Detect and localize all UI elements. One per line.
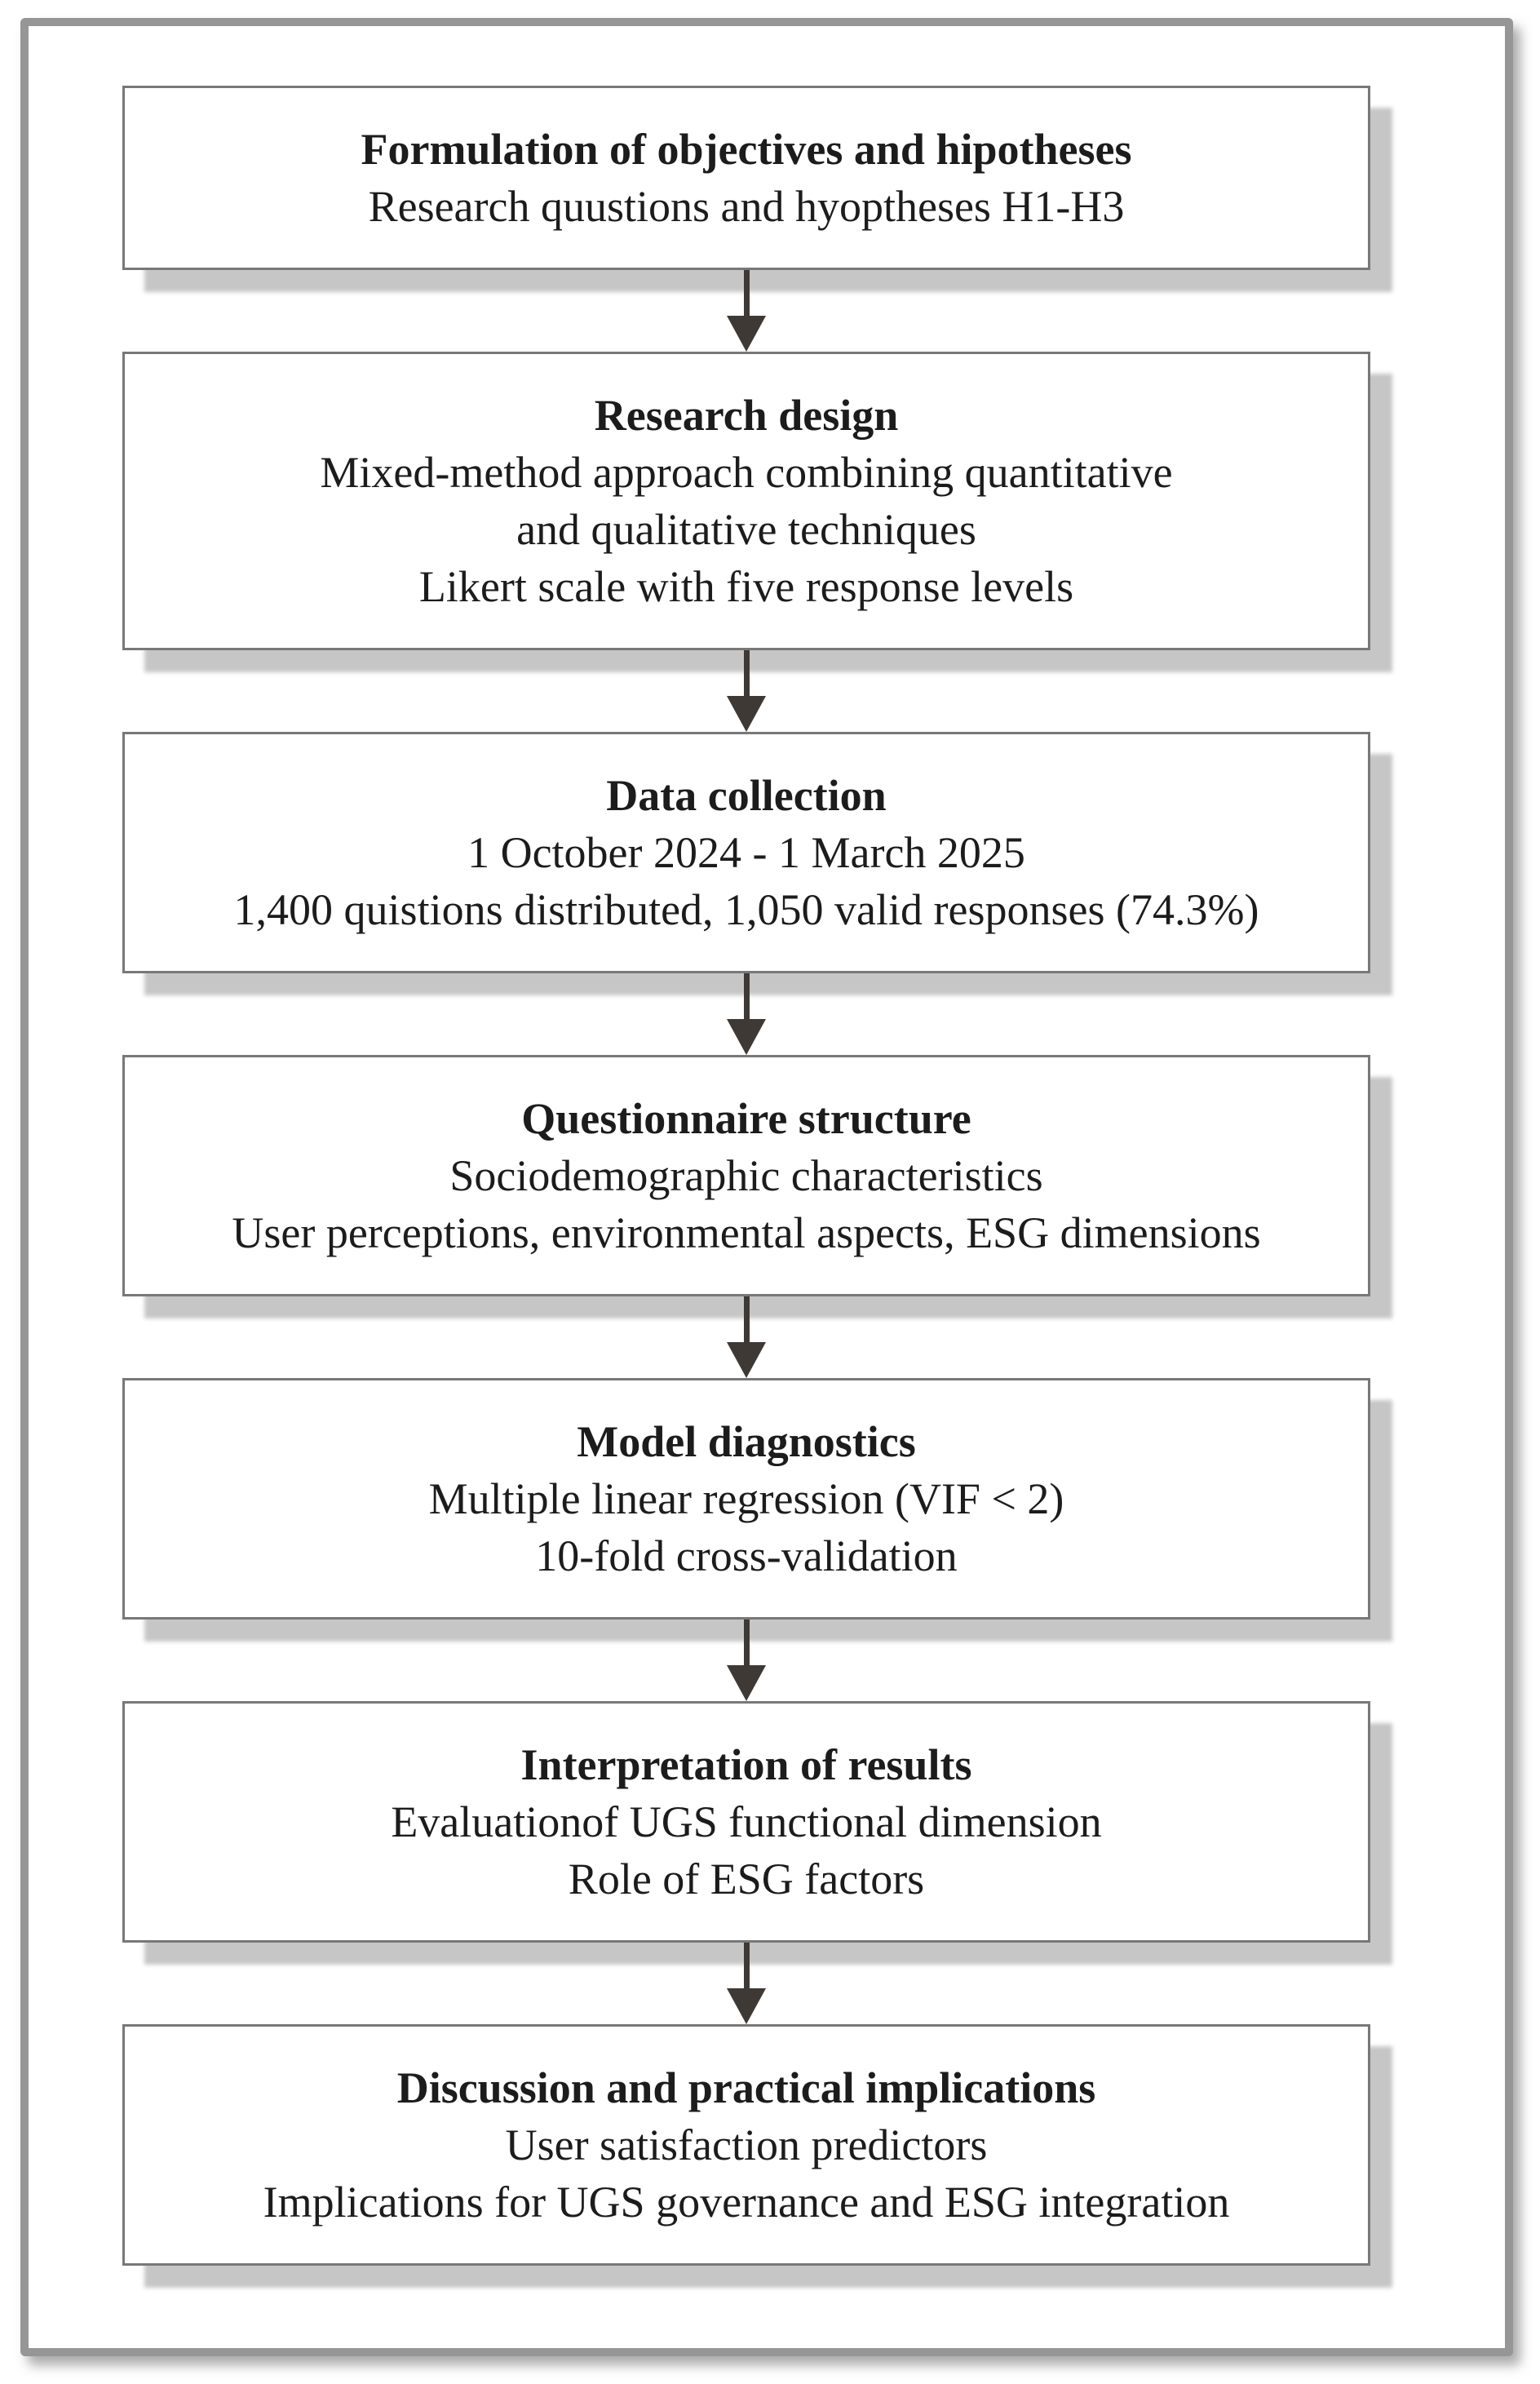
arrow-head	[727, 316, 766, 352]
step-detail-line: 1 October 2024 - 1 March 2025	[467, 828, 1025, 877]
step-title: Model diagnostics	[577, 1417, 916, 1466]
step-data-collection-box: Data collection 1 October 2024 - 1 March…	[122, 732, 1370, 973]
down-arrow-icon	[122, 1943, 1370, 2024]
step-detail-line: Implications for UGS governance and ESG …	[263, 2178, 1230, 2227]
step-interpretation-box: Interpretation of results Evaluationof U…	[122, 1701, 1370, 1943]
arrow-stem	[743, 1943, 750, 1988]
arrow-head	[727, 1019, 766, 1055]
step-discussion-box: Discussion and practical implications Us…	[122, 2024, 1370, 2266]
step-title: Formulation of objectives and hipotheses	[361, 125, 1132, 174]
step-detail-line: Research quustions and hyoptheses H1-H3	[368, 182, 1125, 231]
step-detail-line: Mixed-method approach combining quantita…	[320, 448, 1173, 497]
arrow-head	[727, 1342, 766, 1378]
step-title: Data collection	[606, 771, 887, 820]
arrow-stem	[743, 1620, 750, 1665]
down-arrow-icon	[122, 270, 1370, 352]
down-arrow-icon	[122, 973, 1370, 1055]
step-detail-line: Likert scale with five response levels	[418, 562, 1074, 611]
step-detail-line: Evaluationof UGS functional dimension	[391, 1797, 1102, 1846]
step-detail-line: Sociodemographic characteristics	[449, 1151, 1043, 1200]
step-title: Discussion and practical implications	[396, 2063, 1096, 2112]
step-detail-line: Role of ESG factors	[568, 1854, 925, 1903]
down-arrow-icon	[122, 650, 1370, 732]
step-detail-line: and qualitative techniques	[516, 505, 976, 554]
down-arrow-icon	[122, 1296, 1370, 1378]
step-title: Interpretation of results	[520, 1740, 972, 1789]
step-detail-line: User perceptions, environmental aspects,…	[232, 1208, 1261, 1257]
step-detail-line: User satisfaction predictors	[505, 2120, 988, 2169]
arrow-stem	[743, 650, 750, 696]
step-detail-line: 10-fold cross-validation	[535, 1531, 958, 1580]
step-formulation-box: Formulation of objectives and hipotheses…	[122, 86, 1370, 270]
down-arrow-icon	[122, 1620, 1370, 1701]
step-title: Questionnaire structure	[521, 1094, 971, 1143]
step-model-diagnostics-box: Model diagnostics Multiple linear regres…	[122, 1378, 1370, 1620]
step-research-design-box: Research design Mixed-method approach co…	[122, 352, 1370, 650]
arrow-head	[727, 1665, 766, 1701]
arrow-stem	[743, 270, 750, 316]
arrow-head	[727, 696, 766, 732]
step-title: Research design	[594, 391, 899, 440]
step-questionnaire-structure-box: Questionnaire structure Sociodemographic…	[122, 1055, 1370, 1296]
flowchart: Formulation of objectives and hipotheses…	[122, 86, 1370, 2266]
arrow-head	[727, 1988, 766, 2024]
arrow-stem	[743, 973, 750, 1019]
step-detail-line: 1,400 quistions distributed, 1,050 valid…	[233, 885, 1259, 934]
arrow-stem	[743, 1296, 750, 1342]
step-detail-line: Multiple linear regression (VIF < 2)	[428, 1474, 1064, 1523]
